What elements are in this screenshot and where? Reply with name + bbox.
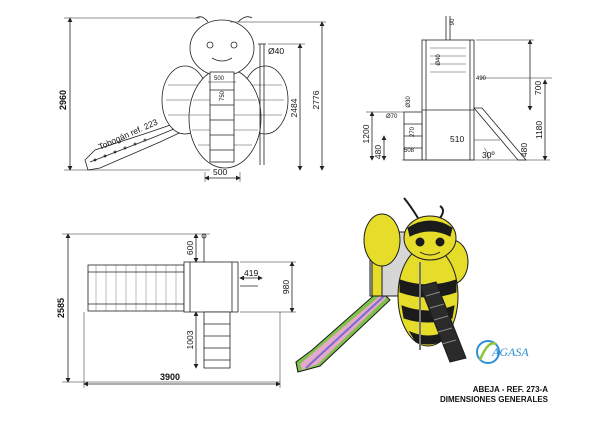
plan-1003-label: 1003 (185, 330, 195, 349)
front-2484-label: 2484 (289, 98, 299, 117)
render-left-wing (363, 213, 401, 267)
side-1200-label: 1200 (361, 124, 371, 143)
side-480-right-label: 480 (519, 143, 529, 157)
front-diameter-40-label: Ø40 (268, 46, 284, 56)
side-diameter-70-label: Ø70 (386, 114, 398, 120)
plan-ladder (203, 311, 231, 369)
front-750-label: 750 (220, 90, 226, 101)
plan-419-label: 419 (244, 268, 258, 278)
render-ladder (419, 281, 467, 363)
bee-3d-render (295, 197, 469, 373)
plan-980-label: 980 (281, 280, 291, 294)
render-slide (295, 289, 391, 373)
side-270-label: 270 (410, 126, 416, 137)
side-490-label: 490 (476, 76, 487, 82)
plan-3900-label: 3900 (160, 372, 180, 382)
side-90-label: 90 (450, 18, 456, 25)
plan-view (62, 233, 296, 388)
side-1180-label: 1180 (534, 121, 544, 140)
side-480-left-label: 480 (373, 145, 383, 159)
title-model: ABEJA - REF. 273-A (473, 385, 549, 394)
side-510-label: 510 (450, 134, 464, 144)
front-bee-head (189, 19, 255, 77)
side-30-degree-label: 30º (482, 150, 495, 160)
plan-600-label: 600 (185, 241, 195, 255)
agasa-logo: AGASA (476, 340, 529, 364)
side-700-label: 700 (533, 81, 543, 95)
plan-2585-label: 2585 (56, 298, 66, 318)
side-tower (421, 39, 475, 161)
plan-tower (183, 261, 239, 313)
title-subtitle: DIMENSIONES GENERALES (440, 395, 549, 404)
side-508-label: 508 (404, 148, 415, 154)
front-total-height-label: 2960 (58, 90, 68, 110)
front-ladder (209, 71, 235, 163)
front-500-top-label: 500 (214, 76, 225, 82)
front-500-bottom-label: 500 (213, 167, 227, 177)
front-2776-label: 2776 (311, 90, 321, 109)
side-view (366, 16, 552, 161)
logo-text: AGASA (491, 345, 529, 359)
side-diameter-40-label: Ø40 (436, 54, 442, 66)
front-view (64, 16, 326, 182)
side-diameter-30-label: Ø30 (406, 96, 412, 108)
